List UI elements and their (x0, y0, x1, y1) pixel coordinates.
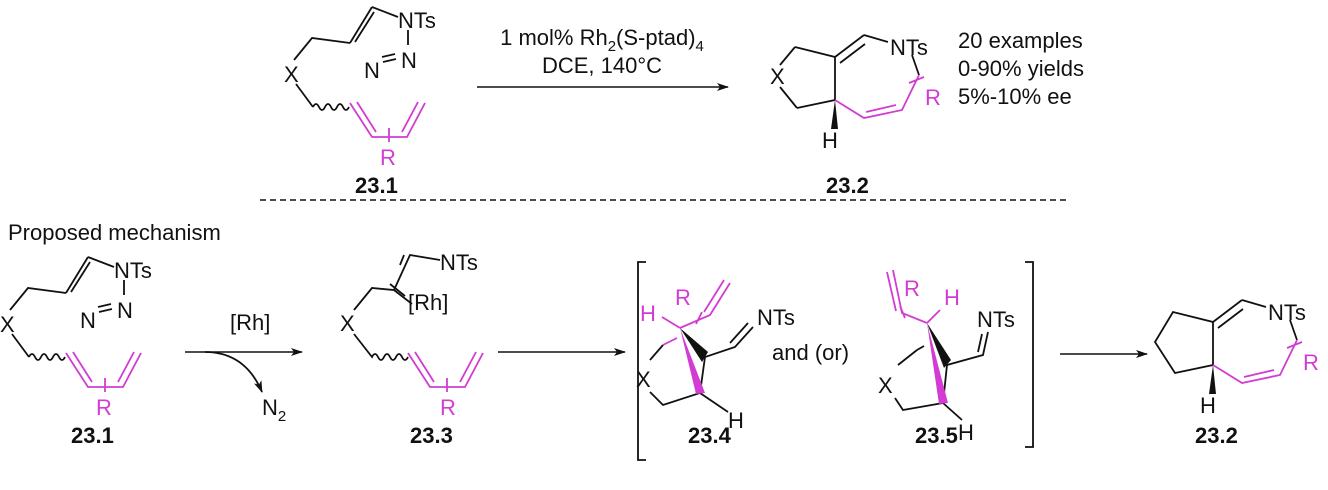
byproduct-n2: N2 (262, 395, 286, 425)
atom-rh: [Rh] (408, 290, 448, 315)
atom-x: X (770, 64, 785, 89)
bonds (381, 30, 409, 63)
vinyl-bonds (661, 279, 731, 346)
atom-r: R (96, 395, 112, 420)
atom-r: R (904, 276, 920, 301)
bonds (794, 34, 920, 109)
atom-r: R (380, 145, 396, 170)
bonds (97, 280, 125, 313)
atom-r: R (1303, 350, 1319, 375)
wavy-bond (28, 353, 66, 361)
atom-h: H (640, 301, 656, 326)
reaction-arrow-rh: [Rh] N2 (185, 310, 303, 425)
atom-nts: NTs (977, 307, 1015, 332)
atom-nts: NTs (1268, 300, 1306, 325)
diene-bonds (349, 101, 426, 142)
reaction-arrow-top: 1 mol% Rh2(S-ptad)4 DCE, 140°C (477, 25, 729, 91)
compound-23-1-top: NTs N N X R 23.1 (284, 6, 436, 198)
wedge-bond (927, 323, 948, 404)
diene-bonds (407, 351, 484, 392)
compound-23-3: NTs [Rh] X R 23.3 (340, 250, 484, 448)
vinyl-bonds (886, 269, 941, 324)
bracket-right (1025, 261, 1034, 448)
atom-x: X (284, 62, 299, 87)
atom-x: X (636, 367, 651, 392)
wedge-bond (680, 328, 705, 394)
atom-n: N (80, 308, 96, 333)
conditions-catalyst: 1 mol% Rh2(S-ptad)4 (500, 25, 704, 55)
connector-text: and (or) (772, 340, 849, 365)
wedge-bond (1209, 365, 1216, 394)
atom-h: H (944, 285, 960, 310)
compound-label: 23.2 (1195, 423, 1238, 448)
wedge-bond (831, 100, 838, 129)
wedge-bond (927, 323, 951, 368)
bonds (399, 254, 405, 266)
compound-23-5: NTs X R H H 23.5 (878, 269, 1015, 448)
atom-n: N (117, 298, 133, 323)
mechanism-title: Proposed mechanism (8, 220, 221, 245)
atom-x: X (878, 373, 893, 398)
compound-23-2-mechanism: NTs R H 23.2 (1153, 299, 1319, 448)
bonds (916, 345, 925, 351)
wavy-bond (312, 103, 350, 111)
atom-r: R (440, 395, 456, 420)
compound-label: 23.2 (826, 173, 869, 198)
compound-label: 23.1 (355, 173, 398, 198)
bonds (779, 46, 798, 109)
yield-range: 0-90% yields (958, 56, 1084, 81)
bracket-left (637, 261, 646, 461)
compound-23-2-top: NTs X R H (770, 34, 941, 153)
atom-h: H (822, 128, 838, 153)
atom-nts: NTs (114, 258, 152, 283)
bonds (293, 6, 399, 108)
atom-h: H (728, 408, 744, 433)
wavy-bond (353, 333, 409, 361)
atom-nts: NTs (398, 8, 436, 33)
bonds (353, 253, 441, 311)
bonds (649, 322, 754, 413)
atom-r: R (925, 85, 941, 110)
bonds (894, 331, 989, 421)
atom-nts: NTs (890, 35, 928, 60)
atom-n: N (364, 58, 380, 83)
atom-r: R (675, 285, 691, 310)
compound-23-1-mechanism: NTs N N X R 23.1 (0, 256, 152, 448)
diene-bonds (65, 351, 142, 392)
examples-count: 20 examples (958, 28, 1083, 53)
atom-nts: NTs (440, 250, 478, 275)
atom-x: X (340, 311, 355, 336)
compound-label: 23.4 (688, 423, 732, 448)
atom-h: H (958, 420, 974, 445)
atom-h: H (1200, 393, 1216, 418)
compound-label: 23.1 (71, 423, 114, 448)
reagent-rh: [Rh] (230, 310, 270, 335)
compound-label: 23.5 (915, 423, 958, 448)
diene-bonds (1212, 339, 1303, 384)
atom-nts: NTs (757, 305, 795, 330)
bonds (1153, 299, 1298, 375)
compound-23-4: NTs X R H H 23.4 (636, 279, 795, 448)
ee-range: 5%-10% ee (958, 84, 1072, 109)
results-summary: 20 examples 0-90% yields 5%-10% ee (958, 28, 1084, 109)
compound-label: 23.3 (410, 423, 453, 448)
diene-bonds (834, 74, 925, 119)
atom-n: N (401, 48, 417, 73)
curved-arrow (204, 351, 263, 393)
conditions-solvent-temp: DCE, 140°C (542, 53, 662, 78)
wedge-bond (680, 328, 708, 362)
bonds (9, 256, 115, 358)
atom-x: X (0, 312, 15, 337)
